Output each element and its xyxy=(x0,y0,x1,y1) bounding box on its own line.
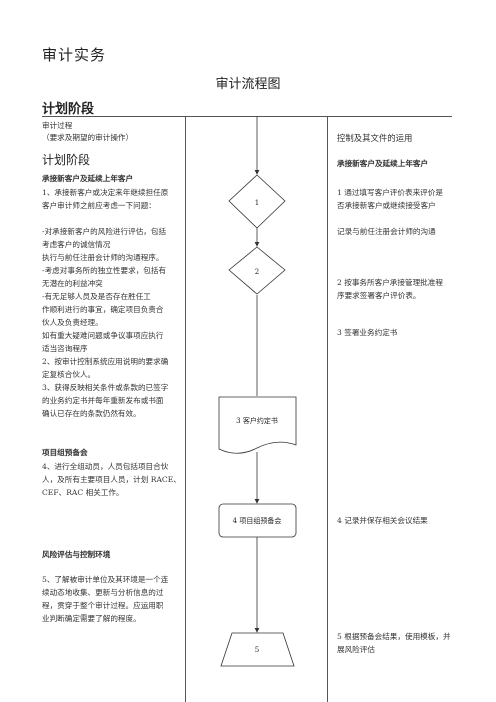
control-item-4: 4 记录并保存相关会议结果 xyxy=(337,514,487,527)
phase-title: 计划阶段 xyxy=(42,102,95,117)
control-item-line: 展风险评估 xyxy=(337,645,375,654)
control-item-line: 序要求签署客户评价表。 xyxy=(337,291,421,300)
manual-node-5-label: 5 xyxy=(255,646,259,654)
body-line: 作顺利进行的事宜，确定项目负责合 xyxy=(42,305,164,314)
control-item-line: 否承接新客户或继续接受客户 xyxy=(337,201,436,210)
control-item-line: 3 签署业务约定书 xyxy=(337,328,398,337)
header-divider xyxy=(42,116,452,117)
process-node-4 xyxy=(218,503,297,538)
decision-node-1 xyxy=(228,174,286,229)
body-line: 适当咨询程序 xyxy=(42,344,88,353)
document-node-3 xyxy=(218,396,297,454)
body-line: 执行与前任注册会计师的沟通程序。 xyxy=(42,253,164,262)
body-line: -考虑对事务所的独立性要求，包括有 xyxy=(42,266,167,275)
controls-section-heading: 承接新客户及延续上年客户 xyxy=(337,159,429,168)
body-line: 程，贯穿于整个审计过程。应运用职 xyxy=(42,601,164,610)
control-item-line: 5 根据预备会结果，使用模板，并 xyxy=(337,632,451,641)
control-item-line: 1 通过填写客户评价表来评价是 xyxy=(337,188,443,197)
body-line: 如有重大疑难问题或争议事项应执行 xyxy=(42,331,164,340)
section-client-acceptance-heading: 承接新客户及延续上年客户 xyxy=(42,174,134,183)
body-line: 人，及所有主要项目人员，计划 RACE、 xyxy=(42,475,181,484)
controls-column-heading: 控制及其文件的运用 xyxy=(337,133,413,143)
control-item-1b: 记录与前任注册会计师的沟通 xyxy=(337,225,487,238)
body-line: 定复核合伙人。 xyxy=(42,370,96,379)
column-divider-left xyxy=(185,116,186,702)
manual-node-5 xyxy=(220,632,295,667)
control-item-line: 2 按事务所客户承接管理批准程 xyxy=(337,278,443,287)
body-line: 的业务约定书并每年重新发布或书面 xyxy=(42,396,164,405)
process-subtitle: （要求及期望的审计操作） xyxy=(42,133,134,142)
control-item-line: 记录与前任注册会计师的沟通 xyxy=(337,227,436,236)
decision-node-2 xyxy=(228,246,286,295)
body-line: 2、按审计控制系统应用说明的要求确 xyxy=(42,357,169,366)
body-line: -对承接新客户的风险进行评估，包括 xyxy=(42,227,167,236)
section-risk-assessment-body: 5、了解被审计单位及其环境是一个连 续动态地收集、更新与分析信息的过 程，贯穿于… xyxy=(42,573,187,625)
document-title: 审计实务 xyxy=(42,46,107,64)
left-phase-heading: 计划阶段 xyxy=(42,153,91,167)
body-line: 无潜在的利益冲突 xyxy=(42,279,103,288)
column-divider-right xyxy=(327,116,328,702)
section-team-meeting-body: 4、进行全组动员，人员包括项目合伙 人，及所有主要项目人员，计划 RACE、 C… xyxy=(42,460,187,499)
body-line: 3、获得反映相关条件或条款的已签字 xyxy=(42,383,169,392)
body-line: CEF、RAC 相关工作。 xyxy=(42,488,124,497)
process-label: 审计过程 xyxy=(42,121,73,130)
control-item-2: 2 按事务所客户承接管理批准程 序要求签署客户评价表。 xyxy=(337,276,487,302)
process-node-4-label: 4 项目组预备会 xyxy=(233,516,282,525)
body-line: 伙人及负责经理。 xyxy=(42,318,103,327)
body-line: 客户审计师之前应考虑一下问题： xyxy=(42,201,156,210)
section-team-meeting-heading: 项目组预备会 xyxy=(42,448,88,457)
flowchart-title: 审计流程图 xyxy=(215,77,281,92)
body-line: 5、了解被审计单位及其环境是一个连 xyxy=(42,575,169,584)
body-line: 业判断确定需要了解的程度。 xyxy=(42,614,141,623)
control-item-5: 5 根据预备会结果，使用模板，并 展风险评估 xyxy=(337,630,487,656)
control-item-3: 3 签署业务约定书 xyxy=(337,326,487,339)
body-line: -有无足够人员及是否存在胜任工 xyxy=(42,292,151,301)
control-item-1: 1 通过填写客户评价表来评价是 否承接新客户或继续接受客户 xyxy=(337,186,487,212)
control-item-line: 4 记录并保存相关会议结果 xyxy=(337,516,428,525)
body-line: 4、进行全组动员，人员包括项目合伙 xyxy=(42,462,169,471)
decision-node-1-label: 1 xyxy=(255,199,259,207)
body-line: 考虑客户的诚信情况 xyxy=(42,240,111,249)
decision-node-2-label: 2 xyxy=(255,268,259,276)
body-line: 1、承接新客户或决定来年继续担任原 xyxy=(42,188,169,197)
section-risk-assessment-heading: 风险评估与控制环境 xyxy=(42,550,111,559)
section-client-acceptance-body: 1、承接新客户或决定来年继续担任原 客户审计师之前应考虑一下问题： -对承接新客… xyxy=(42,186,187,420)
document-node-3-label: 3 客户约定书 xyxy=(236,416,278,425)
body-line: 续动态地收集、更新与分析信息的过 xyxy=(42,588,164,597)
body-line: 确认已存在的条款仍然有效。 xyxy=(42,409,141,418)
